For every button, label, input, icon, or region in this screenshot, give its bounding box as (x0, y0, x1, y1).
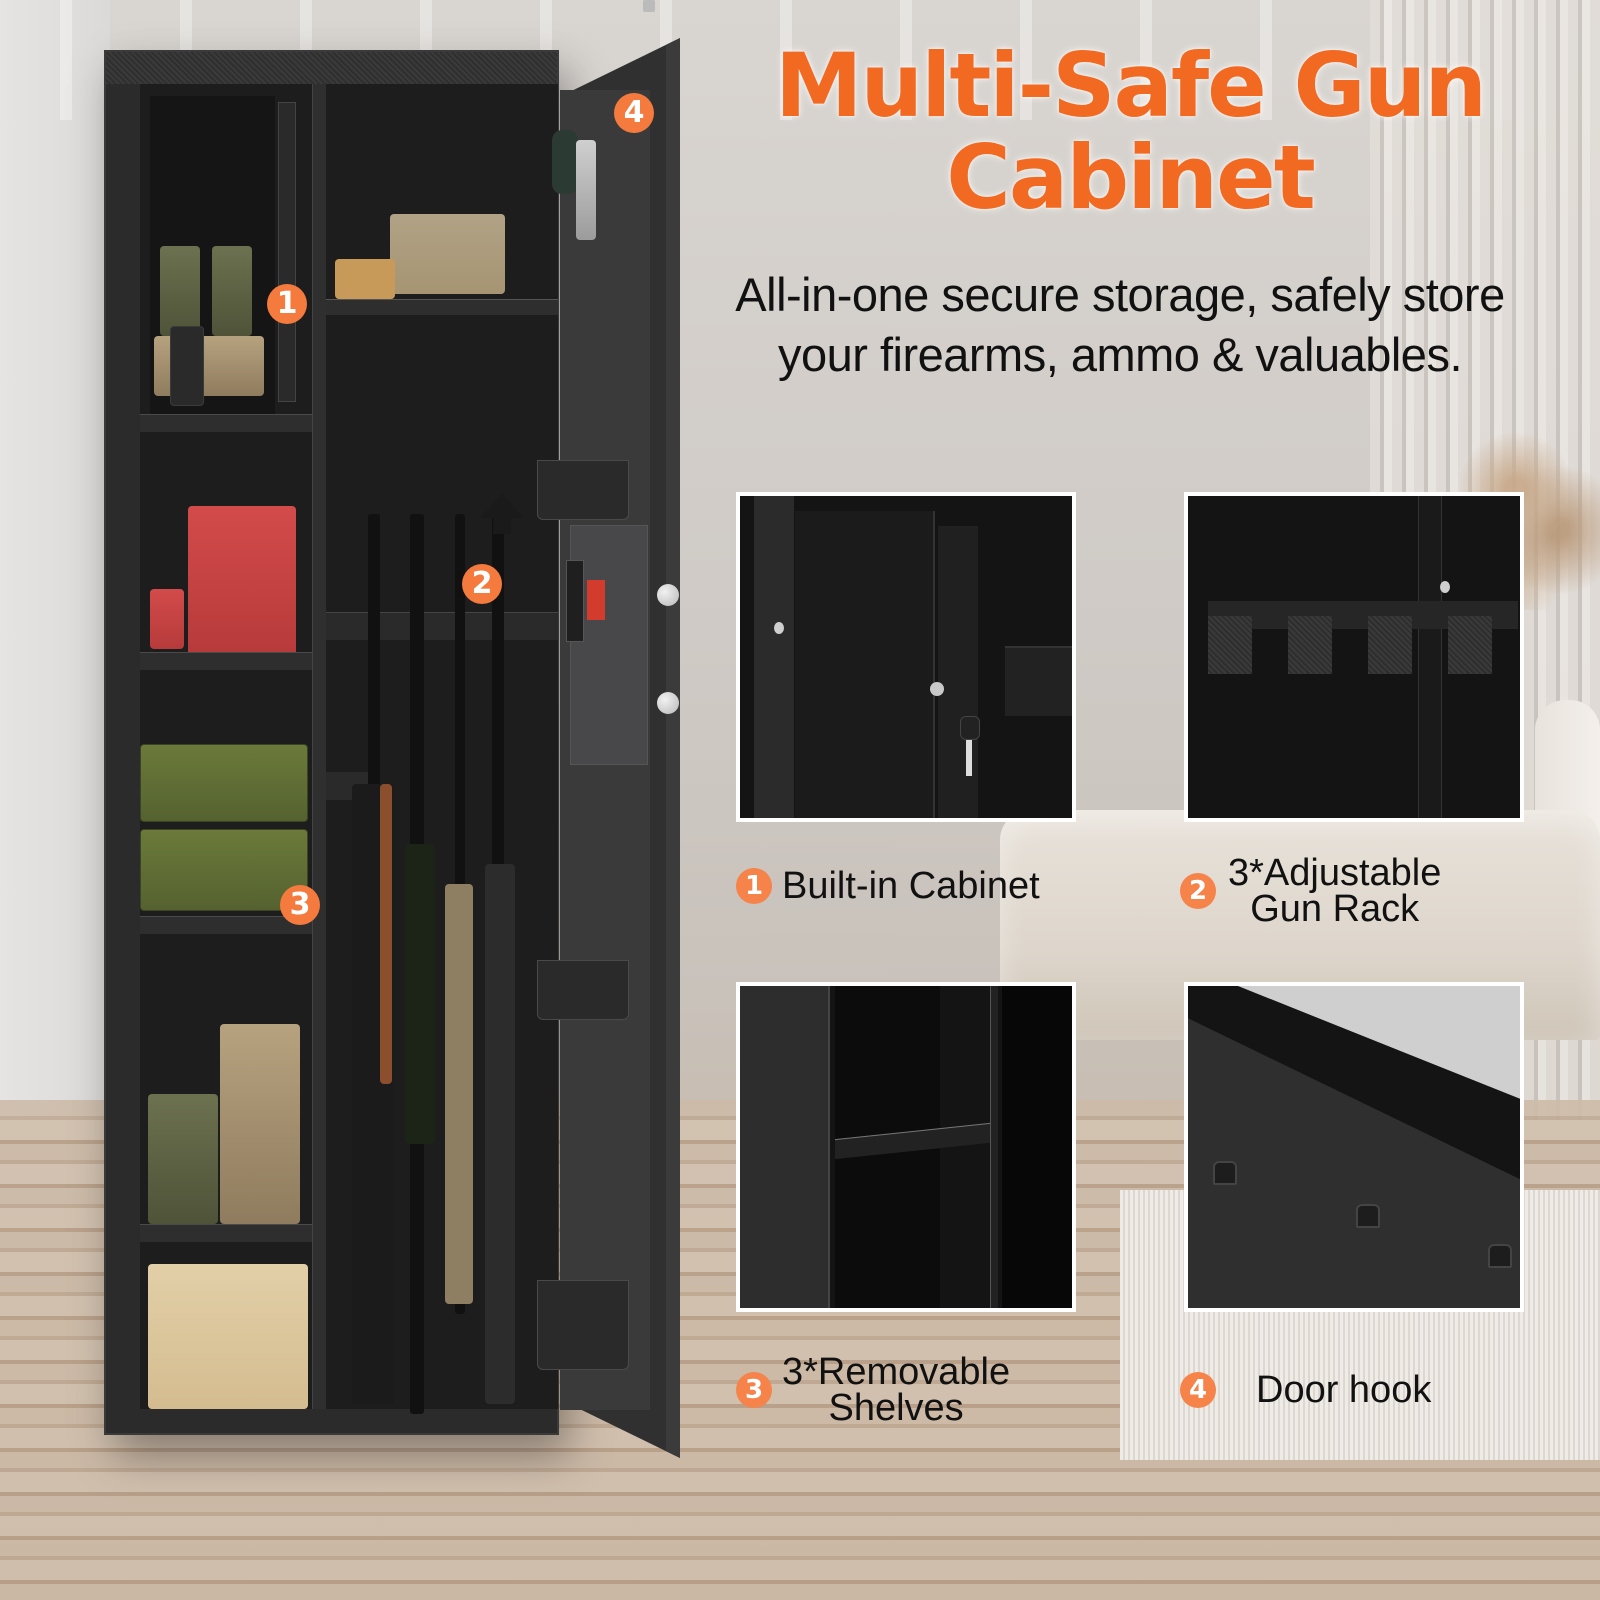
gun-cabinet-product (104, 50, 559, 1435)
feature-text-2-line-2: Gun Rack (1250, 888, 1420, 930)
rail-pin (1440, 581, 1450, 593)
inner-cabinet-door (795, 511, 935, 818)
shotgun-shells (150, 589, 184, 649)
built-in-cabinet-photo (740, 496, 1072, 818)
callout-badge-1: 1 (267, 284, 307, 324)
gun-rack-bar (326, 612, 558, 640)
feature-label-1: 1 Built-in Cabinet (736, 865, 1096, 907)
feature-label-4: 4 Door hook (1180, 1369, 1510, 1411)
feature-label-3: 3 3*Removable Shelves (736, 1351, 1066, 1429)
car-key-fob (552, 130, 578, 194)
binocular-left (160, 246, 200, 336)
removable-shelves-photo (740, 986, 1072, 1308)
foam-slot-2 (1288, 616, 1332, 674)
compartment-right (1002, 986, 1072, 1308)
door-pocket-bottom (537, 1280, 629, 1370)
ammo-boxes-top (390, 214, 505, 294)
feature-tile-gun-rack (1184, 492, 1524, 822)
shelf-rail (990, 986, 998, 1308)
feature-text-2: 3*Adjustable Gun Rack (1228, 852, 1442, 930)
background-wall (0, 0, 110, 1120)
feature-text-3: 3*Removable Shelves (782, 1351, 1011, 1429)
foam-slot-1 (1208, 616, 1252, 674)
shelf-2 (140, 652, 312, 670)
tactical-pouch (148, 1094, 218, 1224)
page-title: Multi-Safe Gun Cabinet (690, 40, 1570, 224)
gun-rack-photo (1188, 496, 1520, 818)
warning-label (587, 580, 605, 620)
feature-text-1: Built-in Cabinet (782, 865, 1040, 907)
adjustable-rail (1418, 496, 1442, 818)
door-pocket-middle (537, 960, 629, 1020)
hinge-pin (774, 622, 784, 634)
battery-compartment (566, 560, 584, 642)
door-hook-photo (1188, 986, 1520, 1308)
feature-badge-1: 1 (736, 868, 772, 904)
subtitle-line-2: your firearms, ammo & valuables. (777, 328, 1463, 381)
keys-on-hook (552, 130, 602, 240)
subtitle-line-1: All-in-one secure storage, safely store (735, 268, 1505, 321)
feature-text-4: Door hook (1256, 1369, 1432, 1411)
shotgun-body (485, 864, 515, 1404)
loose-cartridges (335, 259, 395, 299)
shelf-3 (140, 916, 312, 934)
hinge-pin (643, 0, 655, 12)
wood-stock (380, 784, 392, 1084)
cabinet-side-wall (740, 986, 830, 1308)
rangefinder-device (170, 326, 204, 406)
axe-head (480, 494, 524, 534)
lockbox-door (278, 102, 296, 402)
key (576, 140, 596, 240)
cardboard-box (148, 1264, 308, 1409)
hook-icon (1356, 1204, 1380, 1228)
feature-badge-4: 4 (1180, 1372, 1216, 1408)
feature-text-3-line-2: Shelves (828, 1387, 964, 1429)
feature-text-3-line-1: 3*Removable (782, 1351, 1011, 1393)
green-ammo-can-bottom (140, 829, 308, 911)
binocular-right (212, 246, 252, 336)
top-shelf (326, 299, 558, 315)
cabinet-divider (312, 84, 326, 1409)
key-blade (966, 740, 972, 776)
hook-icon (1213, 1161, 1237, 1185)
key-head (960, 716, 980, 740)
feature-text-2-line-1: 3*Adjustable (1228, 852, 1442, 894)
cabinet-interior (140, 84, 558, 1414)
title-line-2: Cabinet (946, 126, 1316, 229)
foam-slot-4 (1448, 616, 1492, 674)
cabinet-frame (754, 496, 794, 818)
tan-rifle (445, 884, 473, 1304)
title-line-1: Multi-Safe Gun (774, 34, 1487, 137)
green-ammo-can-top (140, 744, 308, 822)
shotgun-barrel (492, 514, 504, 964)
key-icon (960, 676, 980, 786)
foam-slot-3 (1368, 616, 1412, 674)
page-subtitle: All-in-one secure storage, safely store … (690, 265, 1550, 385)
shelf-4 (140, 1224, 312, 1242)
callout-badge-4: 4 (614, 93, 654, 133)
hook-icon (1488, 1244, 1512, 1268)
shelf-1 (140, 414, 312, 432)
plate-carrier (220, 1024, 300, 1224)
locking-bolt-1 (657, 584, 679, 606)
red-ammo-box (188, 506, 296, 656)
callout-badge-3: 3 (280, 885, 320, 925)
key-lock (930, 682, 944, 696)
feature-tile-removable-shelves (736, 982, 1076, 1312)
feature-tile-built-in-cabinet (736, 492, 1076, 822)
feature-badge-2: 2 (1180, 873, 1216, 909)
built-in-lockbox (150, 96, 275, 414)
door-pocket-top (537, 460, 629, 520)
rifle-2-body (405, 844, 435, 1144)
feature-label-2: 2 3*Adjustable Gun Rack (1180, 852, 1500, 930)
cabinet-top-panel (106, 52, 557, 84)
feature-tile-door-hook (1184, 982, 1524, 1312)
interior-shelf (1005, 646, 1072, 716)
feature-badge-3: 3 (736, 1372, 772, 1408)
locking-bolt-2 (657, 692, 679, 714)
callout-badge-2: 2 (462, 564, 502, 604)
